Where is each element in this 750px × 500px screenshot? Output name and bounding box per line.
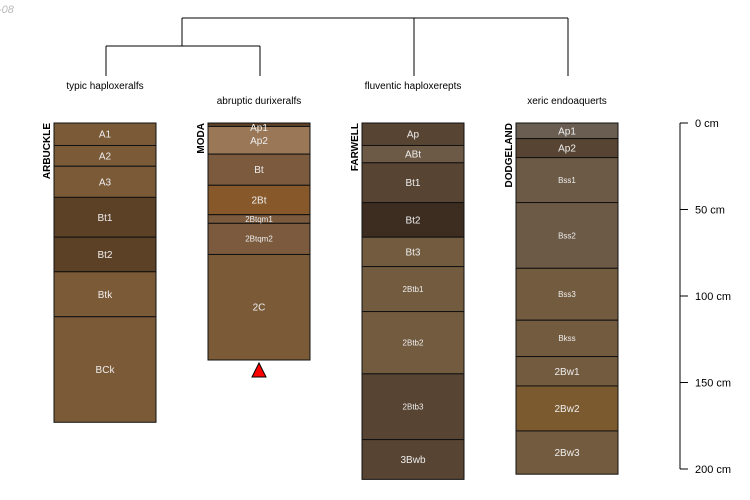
taxon-label: abruptic durixeralfs bbox=[217, 96, 301, 107]
depth-tick-label: 200 cm bbox=[695, 464, 731, 476]
horizon-label: Bt1 bbox=[405, 178, 420, 189]
horizon bbox=[207, 253, 311, 361]
horizon-label: Bt bbox=[254, 165, 264, 176]
depth-tick-label: 0 cm bbox=[695, 118, 719, 130]
horizon-label: 3Bwb bbox=[400, 455, 425, 466]
horizon bbox=[53, 316, 157, 423]
profile-name: MODA bbox=[196, 123, 207, 154]
horizon bbox=[53, 196, 157, 238]
horizon-label: 2Btb1 bbox=[403, 285, 424, 294]
horizon-label: 2C bbox=[253, 303, 266, 314]
horizon-label: Bkss bbox=[558, 334, 575, 343]
corner-label: -08 bbox=[0, 4, 14, 16]
horizon bbox=[515, 157, 619, 204]
horizon-label: Ap2 bbox=[558, 144, 576, 155]
horizon bbox=[361, 162, 465, 204]
horizon bbox=[207, 184, 311, 216]
horizon-label: 2Btb3 bbox=[403, 403, 424, 412]
horizon-label: ABt bbox=[405, 150, 421, 161]
profile-name: ARBUCKLE bbox=[42, 123, 53, 179]
horizon-label: 2Btqm2 bbox=[245, 235, 273, 244]
red-triangle-marker bbox=[251, 361, 267, 378]
horizon-label: Ap1 bbox=[250, 123, 268, 134]
horizon bbox=[361, 311, 465, 375]
depth-tick-label: 150 cm bbox=[695, 378, 731, 390]
horizon bbox=[361, 202, 465, 238]
horizon-label: Bss1 bbox=[558, 176, 576, 185]
horizon bbox=[361, 439, 465, 480]
horizon bbox=[53, 271, 157, 318]
horizon-label: Bt2 bbox=[97, 250, 112, 261]
horizon-label: Bt1 bbox=[97, 213, 112, 224]
horizon bbox=[53, 236, 157, 273]
horizon bbox=[515, 267, 619, 321]
horizon-label: Bt2 bbox=[405, 215, 420, 226]
depth-tick-label: 100 cm bbox=[695, 291, 731, 303]
horizon-label: BCk bbox=[96, 365, 116, 376]
horizon bbox=[515, 356, 619, 387]
profile-name: DODGELAND bbox=[504, 123, 515, 187]
horizon bbox=[515, 319, 619, 358]
horizon-label: Bt3 bbox=[405, 247, 420, 258]
horizon bbox=[361, 266, 465, 313]
horizon-label: A1 bbox=[99, 130, 112, 141]
horizon-label: 2Bw2 bbox=[554, 404, 579, 415]
horizon bbox=[207, 222, 311, 255]
horizon bbox=[207, 153, 311, 186]
horizon-label: 2Btb2 bbox=[403, 339, 424, 348]
horizon bbox=[53, 165, 157, 198]
horizon-label: Ap2 bbox=[250, 136, 268, 147]
taxon-label: xeric endoaquerts bbox=[527, 96, 607, 107]
horizon-label: A2 bbox=[99, 151, 112, 162]
taxon-label: typic haploxeralfs bbox=[66, 81, 143, 92]
horizon-label: 2Bt bbox=[251, 195, 266, 206]
horizon-label: 2Bw1 bbox=[554, 367, 579, 378]
depth-tick-label: 50 cm bbox=[695, 205, 725, 217]
profile-name: FARWELL bbox=[350, 123, 361, 171]
taxon-label: fluventic haploxerepts bbox=[365, 81, 462, 92]
horizon bbox=[515, 202, 619, 269]
horizon-label: Ap bbox=[407, 130, 420, 141]
horizon bbox=[515, 385, 619, 432]
horizon-label: Bss3 bbox=[558, 290, 576, 299]
horizon-label: 2Btqm1 bbox=[245, 215, 273, 224]
horizon bbox=[515, 430, 619, 475]
horizon-label: A3 bbox=[99, 177, 112, 188]
horizon bbox=[207, 125, 311, 155]
horizon-label: Bss2 bbox=[558, 231, 576, 240]
horizon bbox=[361, 236, 465, 268]
horizon bbox=[361, 373, 465, 441]
horizon-label: 2Bw3 bbox=[554, 448, 579, 459]
horizon-label: Btk bbox=[98, 290, 113, 301]
horizon-label: Ap1 bbox=[558, 126, 576, 137]
